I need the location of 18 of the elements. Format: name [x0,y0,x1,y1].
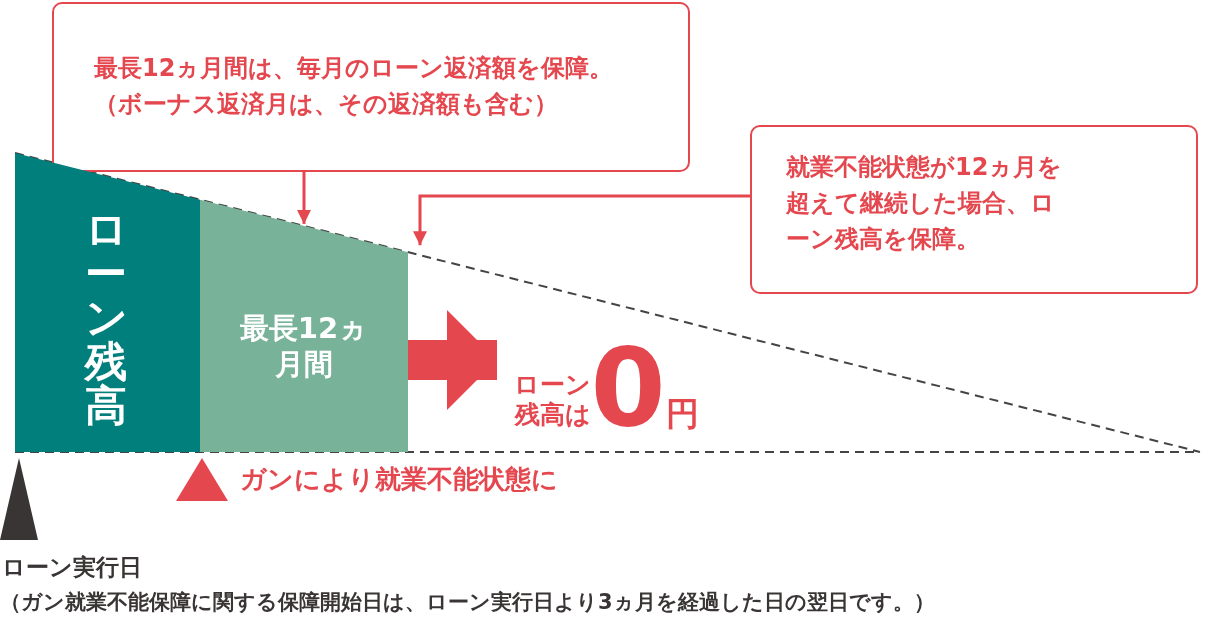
callout-text: （ボーナス返済月は、その返済額も含む） [94,89,559,120]
result-text: ローン残高は [513,370,591,430]
result-text: 円 [665,397,699,430]
period-block [200,200,408,452]
block-label: ローン残高 [85,208,127,429]
balance-block [15,153,200,452]
event-label: ガンにより就業不能状態に [240,463,558,496]
arrow [297,172,311,224]
block-arrow [408,310,497,410]
start-date-label: ローン実行日 [2,553,142,582]
amount-number: 0 [590,338,666,436]
callout-box [52,2,690,172]
block-label: 最長12ヵ月間 [238,310,370,383]
callout-text: 就業不能状態が12ヵ月を超えて継続した場合、ローン残高を保障。 [786,152,1064,255]
callout-text: 最長12ヵ月間は、毎月のローン返済額を保障。 [94,53,615,84]
arrow [413,194,750,246]
footnote-text: （ガン就業不能保障に関する保障開始日は、ローン実行日より3ヵ月を経過した日の翌日です。） [0,589,935,616]
callout-box [750,125,1198,294]
